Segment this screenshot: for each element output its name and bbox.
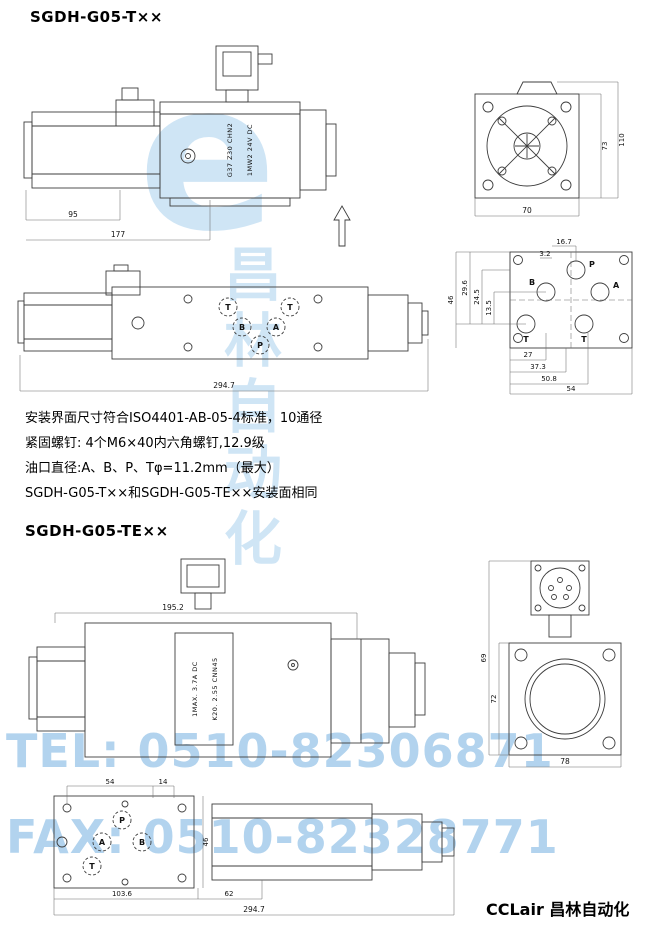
dim-70-label: 70: [522, 206, 532, 215]
dim-3-2-label: 3.2: [539, 250, 550, 258]
dim-73-label: 73: [601, 142, 609, 151]
dim-46-label: 46: [447, 295, 455, 304]
dim-37-3-label: 37.3: [530, 363, 546, 371]
dim-54-label: 54: [567, 385, 576, 393]
dim-195-2-label: 195.2: [162, 603, 184, 612]
te-side-outline: [28, 558, 426, 758]
face-port-p: P: [589, 260, 595, 269]
te-top-dim-lines: [53, 785, 455, 916]
dim-te-294-label: 294.7: [243, 905, 265, 914]
t-top-dim-lines: [19, 339, 429, 392]
t-side-dim-lines: [25, 190, 211, 241]
drawing-t-side-view: G37 Z30 CHN2 1MW2 24V DC 95 177: [23, 45, 351, 247]
t-end-dim-lines: [474, 81, 619, 217]
dim-78-label: 78: [560, 757, 570, 766]
model-title-t: SGDH-G05-T××: [30, 8, 163, 26]
te-port-a: A: [99, 838, 106, 847]
nameplate-line1: G37 Z30 CHN2: [226, 123, 234, 178]
dim-16-7-label: 16.7: [556, 238, 572, 246]
t-end-outline: [474, 81, 580, 199]
dim-294-label: 294.7: [213, 381, 235, 390]
note-screws: 紧固螺钉: 4个M6×40内六角螺钉,12.9级: [25, 436, 265, 451]
port-label-t1: T: [225, 303, 231, 312]
model-title-te: SGDH-G05-TE××: [25, 522, 169, 540]
te-nameplate-line1: 1MAX. 3.7A DC: [191, 661, 199, 717]
footer-brand: CCLair 昌林自动化: [486, 900, 630, 919]
dim-24-5-label: 24.5: [473, 289, 481, 305]
port-label-t2: T: [287, 303, 293, 312]
t-top-port-circles: [218, 297, 300, 355]
te-port-p: P: [119, 816, 125, 825]
t-side-outline: [23, 45, 351, 247]
te-end-outline: [508, 560, 622, 756]
dim-103-6-label: 103.6: [112, 890, 133, 898]
te-side-dim-lines: [54, 612, 358, 639]
drawing-t-end-view: 70 73 110: [474, 81, 626, 217]
drawing-te-side-view: 1MAX. 3.7A DC K20. 2.55 CNN45 195.2: [28, 558, 426, 758]
note-port-diameter: 油口直径:A、B、P、Tφ=11.2mm（最大）: [25, 461, 280, 476]
dim-te-54-label: 54: [106, 778, 115, 786]
note-mounting-same: SGDH-G05-T××和SGDH-G05-TE××安装面相同: [25, 486, 318, 501]
drawing-te-end-view: 69 72 78: [480, 560, 622, 768]
face-port-b: B: [529, 278, 535, 287]
dim-27-label: 27: [524, 351, 533, 359]
drawing-t-mounting-face: P B A T T 16.7 3.2 46 29.6 24.5 13.5 27 …: [447, 238, 633, 395]
drawing-te-top-view: P A B T 54 14 46 103.6 62 294.7: [53, 778, 455, 916]
dim-29-6-label: 29.6: [461, 280, 469, 296]
note-standard: 安装界面尺寸符合ISO4401-AB-05-4标准，10通径: [25, 411, 323, 426]
te-port-t: T: [89, 862, 95, 871]
face-port-t2: T: [581, 335, 587, 344]
dim-110-label: 110: [618, 133, 626, 146]
dim-69-label: 69: [480, 654, 488, 663]
nameplate-line2: 1MW2 24V DC: [246, 124, 254, 176]
te-top-outline: [53, 795, 455, 889]
face-port-a: A: [613, 281, 620, 290]
face-dim-lines: [455, 245, 633, 395]
te-top-port-circles: [82, 810, 152, 876]
dim-72-label: 72: [490, 695, 498, 704]
dim-te-46-label: 46: [202, 837, 210, 846]
dim-te-14-label: 14: [159, 778, 168, 786]
drawing-t-top-view: T B A T P 294.7: [17, 264, 429, 392]
dim-95-label: 95: [68, 210, 78, 219]
dim-13-5-label: 13.5: [485, 300, 493, 316]
dim-62-label: 62: [225, 890, 234, 898]
dim-177-label: 177: [111, 230, 126, 239]
t-top-outline: [17, 264, 429, 360]
dim-50-8-label: 50.8: [541, 375, 557, 383]
port-label-p: P: [257, 341, 263, 350]
spec-notes: 安装界面尺寸符合ISO4401-AB-05-4标准，10通径 紧固螺钉: 4个M…: [25, 406, 322, 506]
port-label-a: A: [273, 323, 280, 332]
face-port-t1: T: [523, 335, 529, 344]
te-end-dim-lines: [488, 560, 622, 768]
te-nameplate-line2: K20. 2.55 CNN45: [211, 657, 219, 720]
port-label-b: B: [239, 323, 245, 332]
te-port-b: B: [139, 838, 145, 847]
